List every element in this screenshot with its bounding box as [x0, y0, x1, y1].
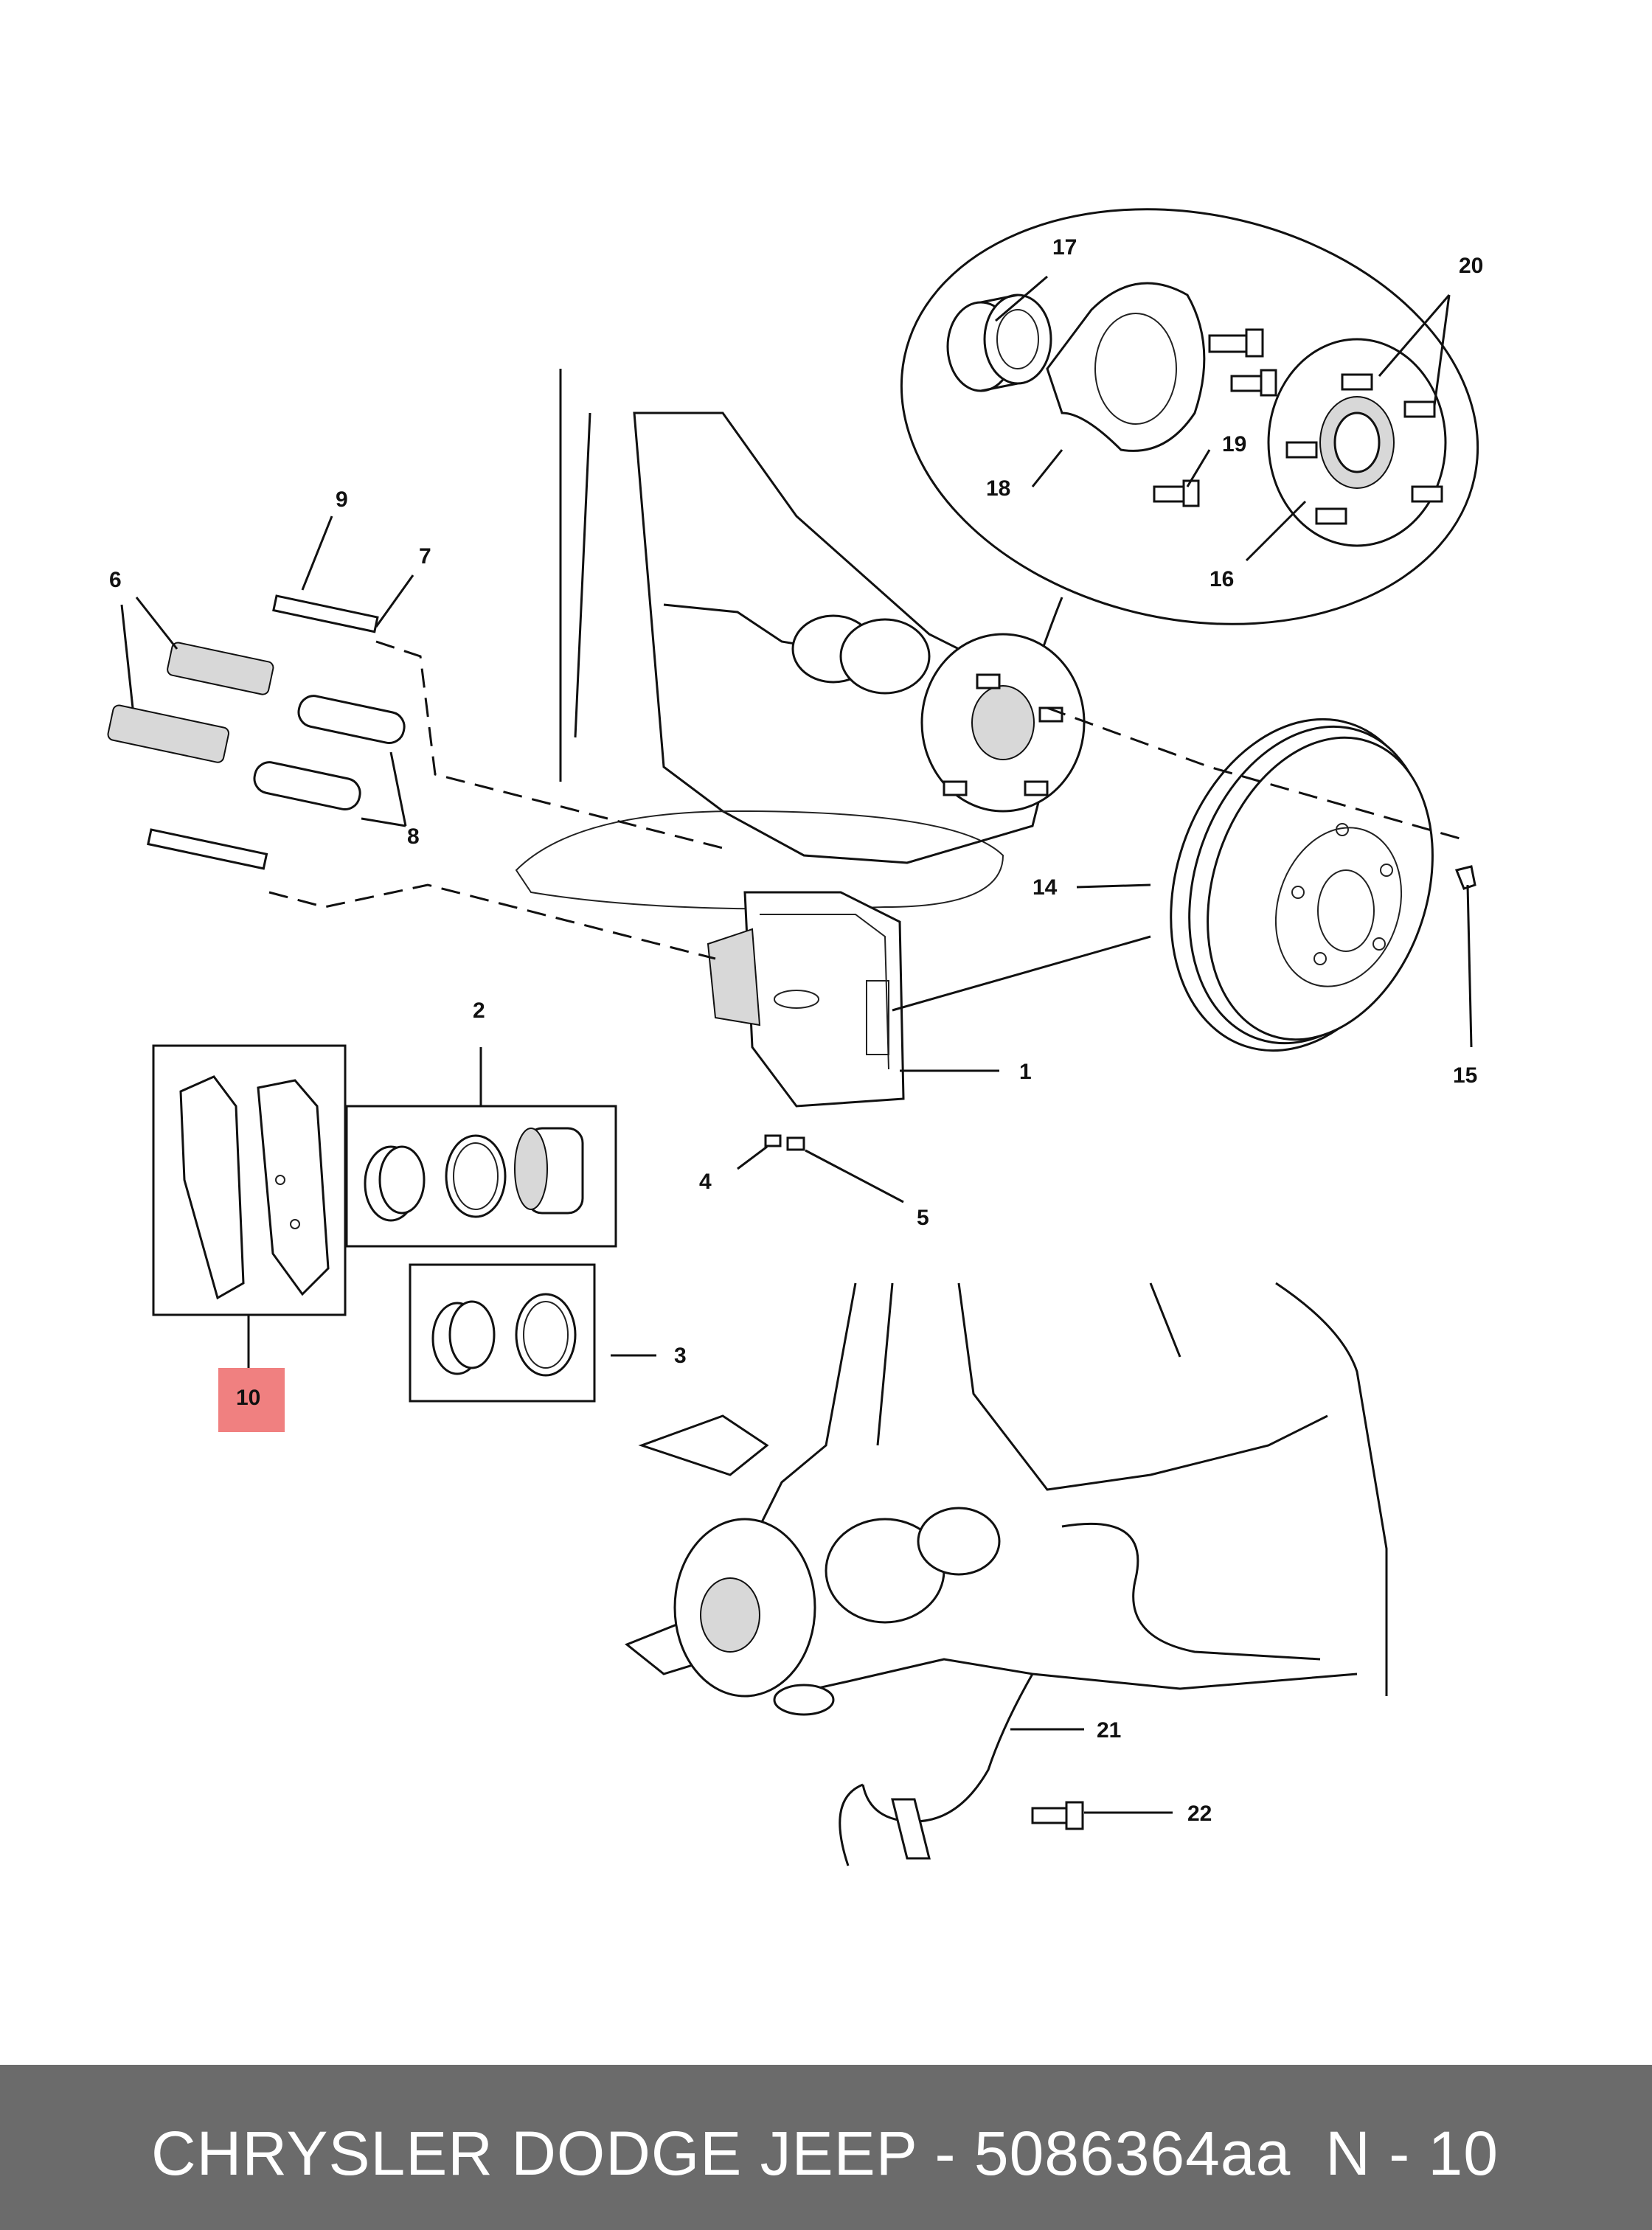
brake-pad-kit: [152, 1044, 347, 1432]
callout-5: 5: [917, 1206, 929, 1230]
callout-22: 22: [1187, 1802, 1212, 1826]
parts-diagram: 17 20 19 18 16 9 7 6 8 14 15 1 2 4 5 3 1…: [107, 208, 1483, 1866]
highlight-box-10: [218, 1368, 285, 1432]
callout-16: 16: [1210, 567, 1234, 591]
piston-seal-kit: [345, 1047, 617, 1248]
bleeder-part: [737, 1134, 904, 1203]
diagram-reference: N - 10: [1325, 2119, 1499, 2188]
brake-rotor-part: [1170, 718, 1434, 1052]
seal-kit: [409, 1263, 656, 1403]
brake-caliper-part: [707, 891, 905, 1108]
callout-3: 3: [674, 1344, 687, 1368]
callout-4: 4: [699, 1170, 712, 1194]
callout-19: 19: [1222, 432, 1246, 456]
callout-2: 2: [473, 998, 485, 1023]
callout-14: 14: [1032, 875, 1058, 900]
callout-1: 1: [1019, 1060, 1032, 1084]
wheel-speed-sensor-part: [839, 1522, 1321, 1866]
callout-21: 21: [1097, 1718, 1121, 1743]
callout-15: 15: [1453, 1063, 1477, 1088]
part-number-title: CHRYSLER DODGE JEEP - 5086364aa: [151, 2119, 1291, 2188]
bearing-part: [946, 293, 1052, 392]
knuckle-assembly-top: [515, 369, 1086, 910]
sleeve-part-8: [253, 695, 406, 811]
clip-part-15: [1454, 865, 1476, 890]
callout-6: 6: [109, 568, 122, 592]
callout-20: 20: [1459, 254, 1483, 278]
dust-shield-part: [1046, 282, 1206, 452]
callout-9: 9: [336, 487, 348, 512]
callout-10: 10: [236, 1386, 260, 1410]
leader-lines: [120, 275, 1473, 1814]
callout-labels: 17 20 19 18 16 9 7 6 8 14 15 1 2 4 5 3 1…: [109, 235, 1483, 1826]
knuckle-assembly-bottom: [625, 1282, 1388, 1716]
callout-8: 8: [407, 824, 420, 849]
bushing-part-6: [107, 642, 274, 763]
guide-pin-part: [147, 594, 379, 870]
callout-18: 18: [986, 476, 1010, 501]
assembly-lines: [268, 640, 1468, 1012]
hub-part: [1267, 338, 1447, 547]
bolt-part-19: [1153, 328, 1277, 507]
bolt-part-22: [1031, 1801, 1084, 1830]
callout-17: 17: [1052, 235, 1077, 260]
footer-bar: CHRYSLER DODGE JEEP - 5086364aa N - 10: [0, 2065, 1652, 2230]
callout-7: 7: [419, 544, 431, 569]
